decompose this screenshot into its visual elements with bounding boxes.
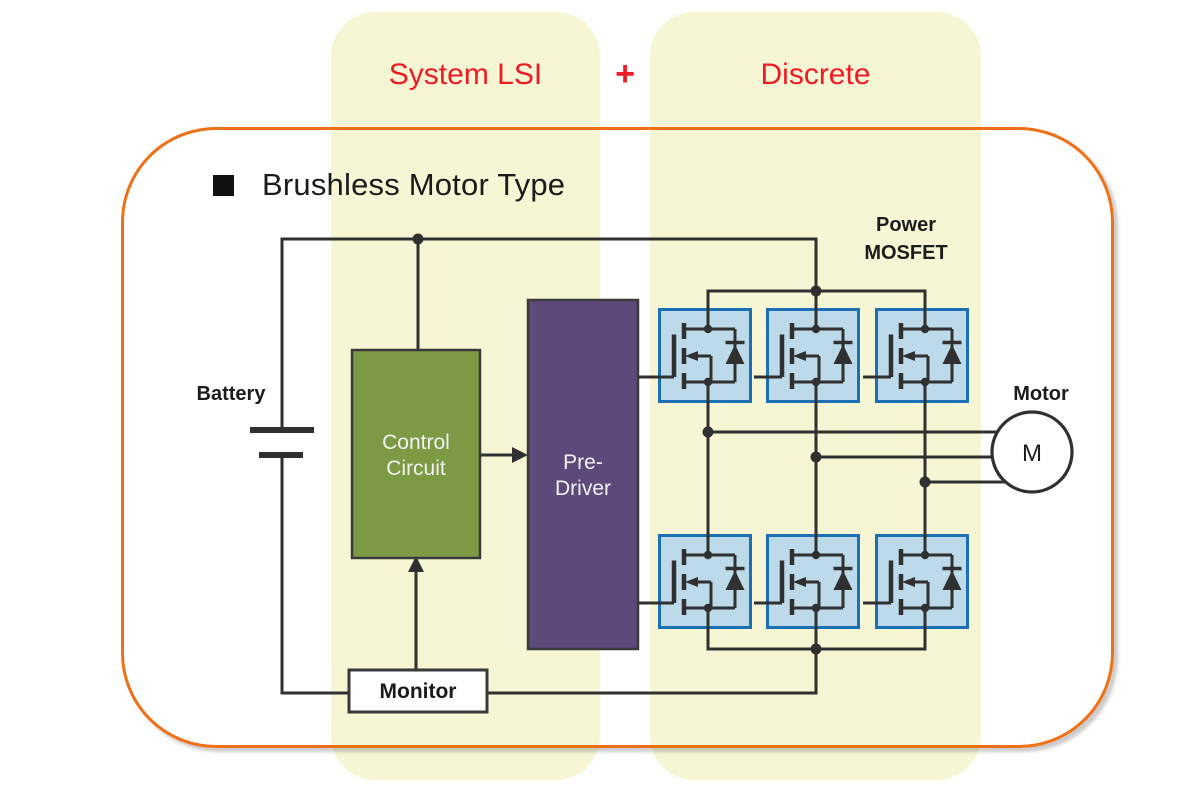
motor-symbol: M <box>990 410 1074 494</box>
wire-motor-phases <box>708 430 1008 484</box>
predriver-block-label-line1: Pre- <box>563 451 603 474</box>
header-discrete-label: Discrete <box>760 58 871 91</box>
wire-phase-legs <box>706 403 927 534</box>
power-mosfet-bridge <box>658 308 968 629</box>
motor-label: Motor <box>1013 383 1069 405</box>
mosfet-low-side-2 <box>766 534 859 629</box>
wire-positive-rail <box>280 237 818 429</box>
square-bullet-icon <box>213 174 234 196</box>
wires <box>280 237 1008 695</box>
diagram-frame <box>121 127 1114 748</box>
power-mosfet-label-line1: Power <box>876 214 936 236</box>
mosfet-high-side-3 <box>875 308 968 403</box>
predriver-block-label-line2: Driver <box>555 477 611 500</box>
junction-dots <box>412 233 931 655</box>
monitor-block-label: Monitor <box>380 680 457 703</box>
control-block-label-line2: Circuit <box>386 457 446 480</box>
wire-negative-rail <box>280 456 350 695</box>
signal-arrows <box>408 447 528 671</box>
mosfet-low-side-1 <box>658 534 751 629</box>
header-plus-sign: + <box>615 55 635 93</box>
mosfet-high-side-1 <box>658 308 751 403</box>
wire-gate-drives <box>636 375 658 605</box>
mosfet-low-side-3 <box>875 534 968 629</box>
wire-monitor-to-bus <box>486 649 818 695</box>
wire-gate-stubs <box>754 375 875 605</box>
battery-label: Battery <box>197 383 267 405</box>
monitor-to-control-arrow-icon <box>408 556 424 572</box>
header-system-lsi-label: System LSI <box>388 58 543 91</box>
page-title-text: Brushless Motor Type <box>262 167 566 202</box>
mosfet-high-side-2 <box>766 308 859 403</box>
battery-symbol <box>250 427 314 458</box>
motor-m-label: M <box>1022 440 1042 467</box>
diagram-labels: Battery Power MOSFET Motor <box>197 214 1069 405</box>
page-title: Brushless Motor Type <box>213 167 566 202</box>
control-to-predriver-arrow-icon <box>512 447 528 463</box>
monitor-block: Monitor <box>347 668 489 714</box>
power-mosfet-label-line2: MOSFET <box>864 242 947 264</box>
predriver-block: Pre- Driver <box>526 298 640 651</box>
control-circuit-block: Control Circuit <box>350 348 482 560</box>
control-block-label-line1: Control <box>382 431 450 454</box>
